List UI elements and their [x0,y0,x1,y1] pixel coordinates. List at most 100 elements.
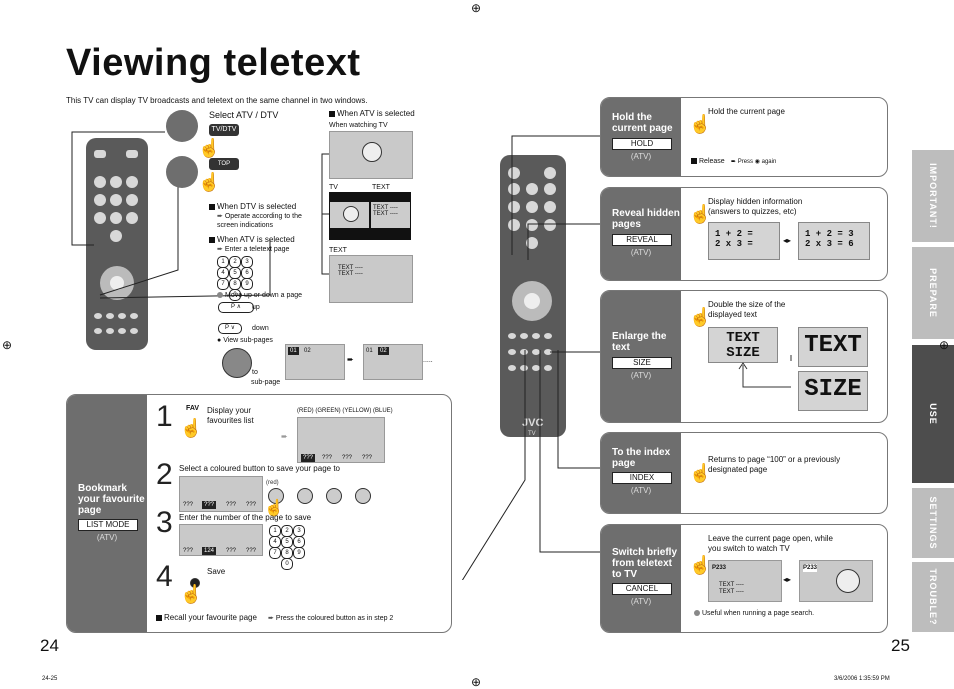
atv-label: (ATV) [630,486,652,495]
fav-button[interactable]: FAV [186,405,200,412]
fav-slot: ??? [322,455,333,461]
subpage-number: 01 [366,348,373,354]
enlarged-bottom-screen: SIZE [798,371,868,411]
enter-page: Enter a teletext page [217,245,290,254]
when-atv-top: When ATV is selected [329,109,415,119]
enlarge-panel: Enlarge the text SIZE (ATV) Double the s… [600,290,888,423]
atv-label: (ATV) [630,371,652,380]
bookmark-title: Bookmark your favourite page [78,483,145,516]
fav-slot: ??? [362,455,373,461]
cancel-key[interactable]: CANCEL [612,583,672,595]
step1-text: Display your favourites list [207,406,254,425]
sub-page-label: sub-page [251,379,281,386]
up-label: up [252,304,260,311]
hold-panel: Hold the current page HOLD (ATV) Hold th… [600,97,888,177]
red-button-icon[interactable] [268,488,284,504]
tab-settings[interactable]: SETTINGS [912,488,954,558]
reveal-desc: Display hidden information (answers to q… [708,197,803,216]
page-number: P233 [803,564,818,572]
hand-icon: ☝ [689,204,712,224]
step-circle-1 [166,110,198,142]
text-line: TEXT ---- [719,582,744,588]
cancel-desc: Leave the current page open, while you s… [708,534,833,553]
topmenu-button[interactable]: TOP MENU [209,158,239,179]
step2-text: Select a coloured button to save your pa… [179,464,340,473]
fav-slot-124: 124 [202,547,217,555]
text-line: TEXT ---- [373,205,398,211]
hold-key[interactable]: HOLD [612,138,672,150]
step-circle-2 [166,156,198,188]
tab-prepare[interactable]: PREPARE [912,247,954,339]
enlarge-desc: Double the size of the displayed text [708,300,786,319]
fav-slot: ??? [202,501,217,509]
tv-screen [329,131,413,179]
cycle-arrows-icon [738,355,792,388]
number-button[interactable]: 7 [269,547,281,559]
size-word: SIZE [726,345,760,361]
page-down-button[interactable]: P ∨ [218,323,242,334]
index-panel: To the index page INDEX (ATV) Returns to… [600,432,888,514]
answer-screen: 1 + 2 = 3 2 x 3 = 6 [798,222,870,260]
registration-mark-icon: ⊕ [2,338,13,352]
reveal-key[interactable]: REVEAL [612,234,672,246]
when-atv: When ATV is selected [209,235,295,245]
step-number: 2 [156,458,173,491]
to-label: to [252,369,258,376]
number-button[interactable]: 9 [293,547,305,559]
enlarged-top-screen: TEXT [798,327,868,367]
number-button[interactable]: 0 [281,558,293,570]
quiz-line: 1 + 2 = [715,229,753,239]
view-subpages: ● View sub-pages [217,337,273,344]
hand-icon: ☝ [689,114,712,134]
text-word: TEXT [804,332,862,359]
brand-logo: JVC [522,417,544,429]
number-button[interactable]: 7 [217,278,229,290]
hold-title: Hold the current page [612,112,673,134]
ok-button-icon[interactable] [190,578,200,588]
arrow-icon: ➨ [281,432,288,441]
select-colour-screen: (red) ??? ??? ??? ??? [179,476,279,512]
size-key[interactable]: SIZE [612,357,672,369]
remote-center: JVC TV [500,155,566,437]
index-key[interactable]: INDEX [612,472,672,484]
recall-note: Press the coloured button as in step 2 [268,614,394,623]
hand-icon: ☝ [180,584,203,604]
step-number: 3 [156,506,173,539]
list-mode-key[interactable]: LIST MODE [78,519,138,531]
tab-trouble[interactable]: TROUBLE? [912,562,954,632]
enlarge-title: Enlarge the text [612,331,667,353]
registration-mark-icon: ⊕ [471,1,482,15]
step-number: 1 [156,400,173,433]
tv-label: TV [329,184,338,191]
cancel-note: Useful when running a page search. [694,609,814,618]
fav-slot: ??? [301,454,316,462]
blue-button-icon[interactable] [355,488,371,504]
quiz-line: 2 x 3 = [715,239,753,249]
split-screen: TEXT ---- TEXT ---- [329,192,411,240]
text-only-label: TEXT [329,247,347,254]
release-text: Release [691,157,725,166]
cancel-panel: Switch briefly from teletext to TV CANCE… [600,524,888,633]
when-dtv: When DTV is selected [209,202,296,212]
tvdtv-button[interactable]: TV/DTV [209,124,239,136]
answer-line: 2 x 3 = 6 [805,239,854,249]
number-button[interactable]: 9 [241,278,253,290]
subpage-screen-2: 01 02 [363,344,423,380]
navigation-pad-icon[interactable] [222,348,252,378]
atv-label: (ATV) [96,533,118,542]
yellow-button-icon[interactable] [326,488,342,504]
fav-slot: ??? [226,548,237,554]
green-button-icon[interactable] [297,488,313,504]
tab-use[interactable]: USE [912,345,954,483]
index-title: To the index page [612,447,671,469]
tab-important[interactable]: IMPORTANT! [912,150,954,242]
text-label: TEXT [372,184,390,191]
reveal-title: Reveal hidden pages [612,208,680,230]
page-up-button[interactable]: P ∧ [218,302,254,313]
operate-note: Operate according to the screen indicati… [217,212,307,230]
footer-left: 24-25 [42,676,58,682]
page-number-left: 24 [40,636,59,655]
atv-label: (ATV) [630,248,652,257]
page-number: P233 [712,565,727,571]
step-number: 4 [156,560,173,593]
